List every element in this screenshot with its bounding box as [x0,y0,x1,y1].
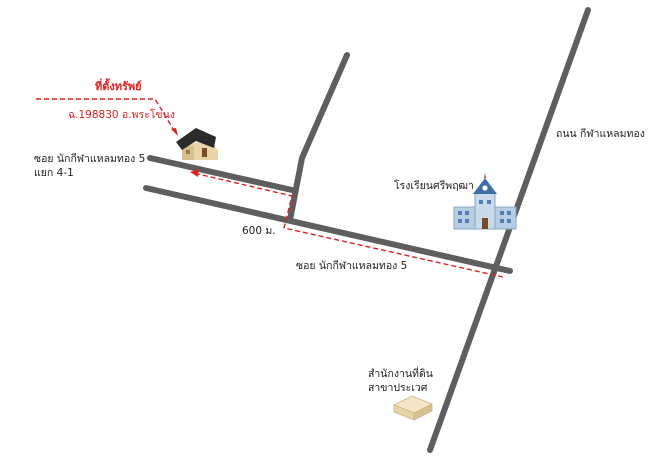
route-line [197,173,504,278]
roads [143,7,591,453]
soi-branch-road [147,155,295,193]
distance-label: 600 ม. [242,225,276,237]
property-deed: ฉ.198830 อ.พระโขนง [68,108,175,121]
soi-main-road [143,185,513,274]
school-label: โรงเรียนศรีพฤฒา [394,179,474,192]
leader-line [36,98,176,133]
land-office-label-line2: สาขาประเวศ [368,382,428,394]
soi-main-label: ซอย นักกีฬาแหลมทอง 5 [296,259,407,272]
route-arrowhead [190,169,199,177]
soi-branch-label-line2: แยก 4-1 [34,167,74,179]
northern-branch-road [287,52,350,223]
main-road-label: ถนน กีฬาแหลมทอง [556,127,645,140]
house-icon [176,128,218,160]
leader-arrowhead [171,128,178,136]
school-building-icon [453,173,517,230]
land-office-label-line1: สำนักงานที่ดิน [368,366,433,380]
main-road [427,7,591,453]
office-box-icon [393,395,433,421]
route-path [36,98,504,278]
property-heading: ที่ตั้งทรัพย์ [95,78,142,93]
soi-branch-label-line1: ซอย นักกีฬาแหลมทอง 5 [34,152,145,165]
